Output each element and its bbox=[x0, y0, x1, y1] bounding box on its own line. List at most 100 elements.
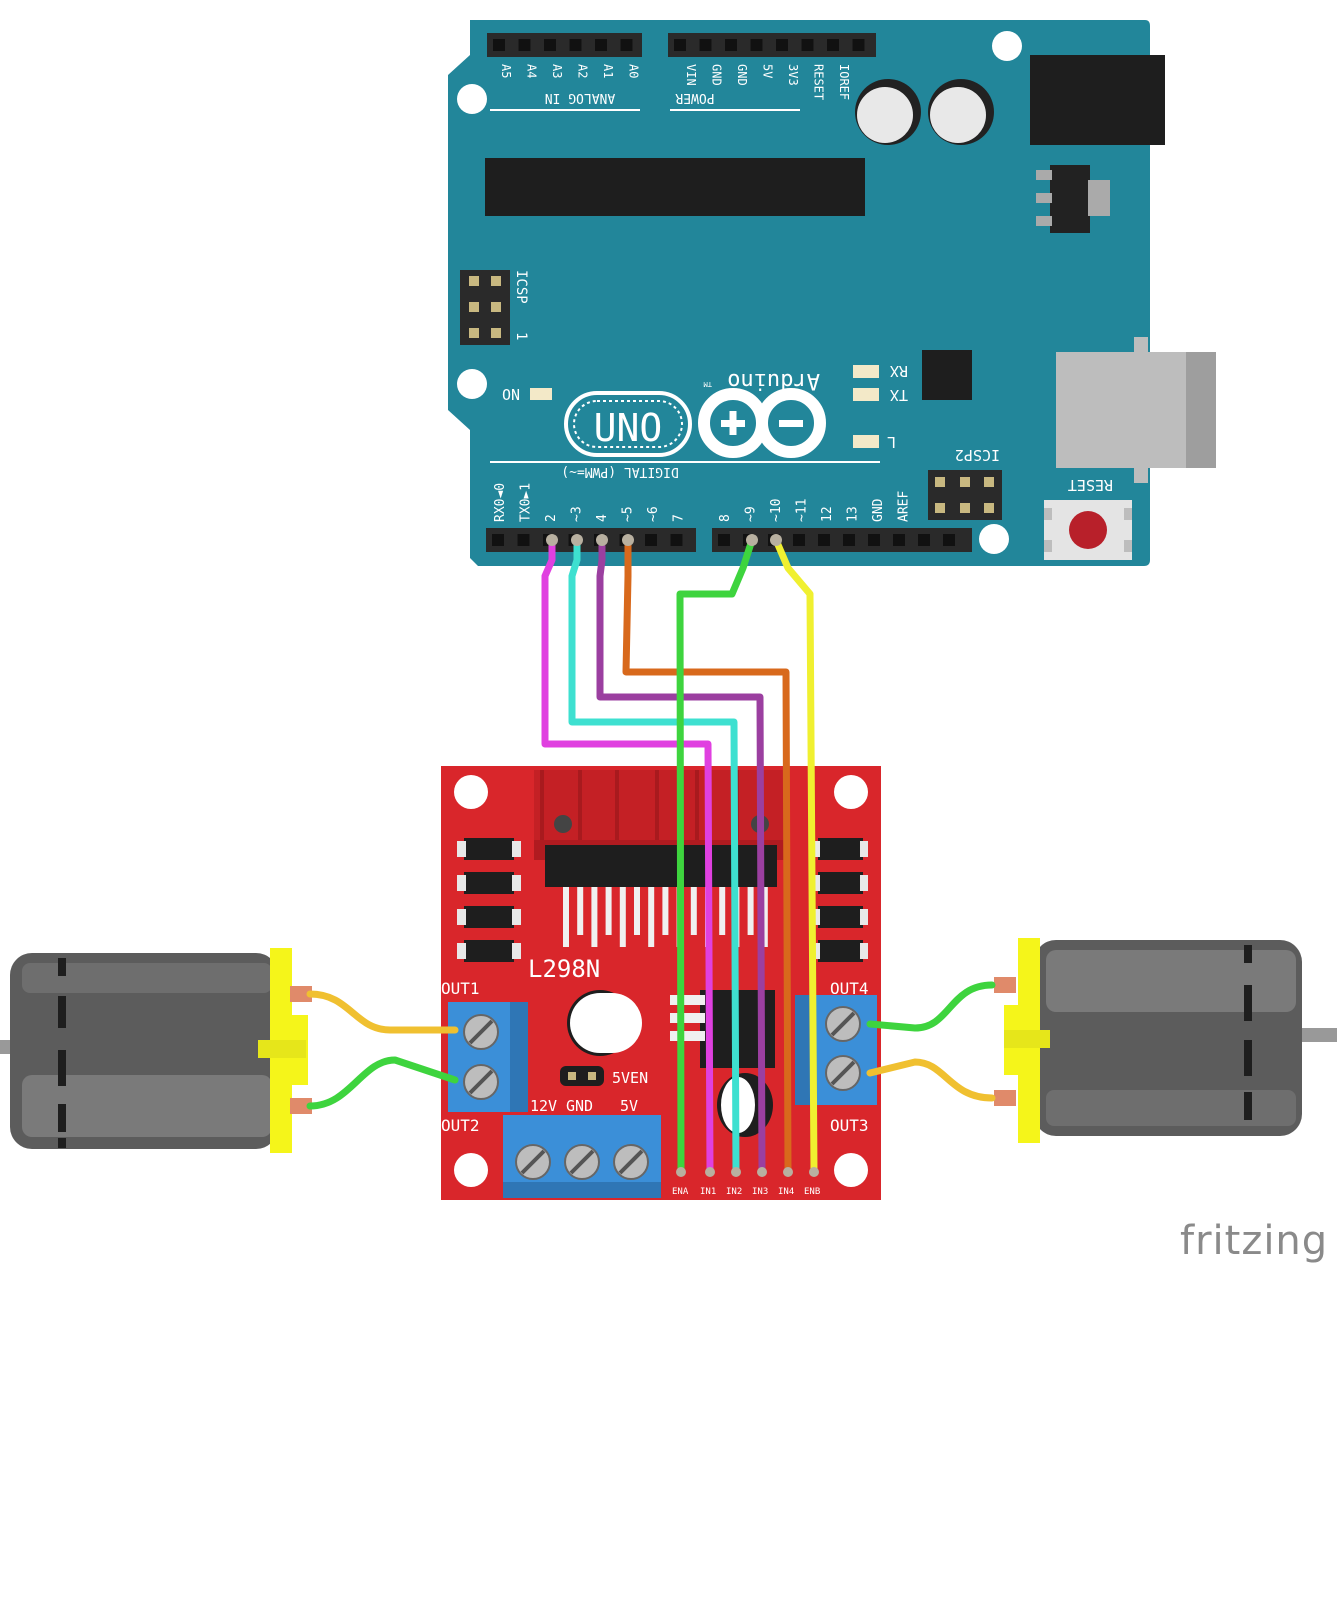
5ven-label: 5VEN bbox=[612, 1069, 648, 1087]
mounting-hole bbox=[457, 84, 487, 114]
icsp-label: ICSP bbox=[513, 270, 529, 304]
mounting-hole bbox=[834, 1153, 868, 1187]
rx-led-label: RX bbox=[890, 362, 908, 380]
digital-pin-label: 2 bbox=[544, 514, 559, 522]
digital-pin-label: AREF bbox=[897, 491, 912, 522]
analog-pin-label: A0 bbox=[627, 64, 641, 78]
digital-pin-label: ~9 bbox=[744, 506, 759, 522]
motor-right-wire-yellow bbox=[866, 1058, 996, 1102]
header-pin bbox=[699, 39, 712, 51]
header-pin bbox=[827, 39, 839, 51]
icsp2-label: ICSP2 bbox=[955, 446, 1000, 464]
header-pin bbox=[943, 534, 955, 546]
header-pin bbox=[517, 534, 530, 546]
mounting-hole bbox=[454, 775, 488, 809]
digital-pin-label: ~11 bbox=[795, 499, 810, 522]
header-pin bbox=[620, 39, 633, 51]
out4-label: OUT4 bbox=[830, 979, 869, 998]
digital-pin-label: 13 bbox=[846, 506, 861, 522]
motor-right-wire-green bbox=[866, 981, 996, 1032]
mounting-hole bbox=[979, 524, 1009, 554]
wires bbox=[541, 536, 818, 1176]
uno-logo: UNO bbox=[564, 391, 692, 457]
chip-label: L298N bbox=[528, 955, 600, 983]
terminal-block-out3-out4 bbox=[795, 995, 877, 1105]
chip-leg bbox=[605, 887, 612, 935]
power-header-label: POWER bbox=[675, 90, 714, 105]
wire-pin3-in2 bbox=[568, 536, 740, 1176]
header-pin bbox=[674, 39, 686, 51]
chip-leg bbox=[563, 887, 569, 947]
uno-model: UNO bbox=[594, 406, 663, 450]
power-pin-label: RESET bbox=[812, 64, 826, 100]
digital-pin-label: RX0◄0 bbox=[493, 483, 508, 522]
header-pin bbox=[492, 534, 504, 546]
power-pin-label: GND bbox=[710, 64, 724, 86]
header-pin bbox=[918, 534, 930, 546]
motor-left-wire-green bbox=[306, 1056, 459, 1110]
l-led-label: L bbox=[887, 433, 896, 451]
out3-label: OUT3 bbox=[830, 1116, 869, 1135]
header-pin bbox=[793, 534, 805, 546]
icsp-header bbox=[460, 270, 510, 345]
digital-pin-label: 8 bbox=[718, 514, 733, 522]
tx-led bbox=[853, 388, 879, 401]
wire-pin4-in3 bbox=[596, 536, 766, 1176]
dc-power-jack bbox=[1030, 55, 1165, 145]
atmega-chip bbox=[485, 158, 865, 216]
mounting-hole bbox=[454, 1153, 488, 1187]
capacitor bbox=[855, 79, 921, 145]
arduino-brand: Arduino bbox=[727, 368, 820, 393]
digital-pin-label: ~5 bbox=[621, 506, 636, 522]
5ven-jumper[interactable] bbox=[560, 1066, 604, 1086]
arduino-tm: TM bbox=[704, 380, 712, 388]
analog-in-header-label: ANALOG IN bbox=[545, 90, 615, 105]
header-pin bbox=[868, 534, 880, 546]
fritzing-watermark: fritzing bbox=[1180, 1218, 1329, 1264]
voltage-regulator bbox=[1050, 165, 1090, 233]
mounting-hole bbox=[992, 31, 1022, 61]
analog-pin-label: A3 bbox=[550, 64, 564, 78]
digital-pin-label: TX0►1 bbox=[519, 483, 534, 522]
wire-pin5-in4 bbox=[622, 536, 792, 1176]
digital-pin-label: 4 bbox=[595, 514, 610, 522]
header-pin bbox=[776, 39, 788, 51]
header-pin bbox=[843, 534, 855, 546]
analog-pin-label: A4 bbox=[525, 64, 539, 78]
power-terminal-label: GND bbox=[566, 1097, 593, 1115]
chip-leg bbox=[634, 887, 640, 935]
on-led-label: ON bbox=[502, 386, 520, 404]
digital-pin-label: 7 bbox=[672, 514, 687, 522]
input-pin-label: IN1 bbox=[700, 1187, 716, 1197]
chip-leg bbox=[619, 887, 626, 947]
icsp-pin1-mark: 1 bbox=[513, 332, 529, 340]
chip-leg bbox=[747, 887, 754, 935]
header-pin bbox=[818, 534, 830, 546]
chip-leg bbox=[719, 887, 726, 935]
header-pin bbox=[852, 39, 865, 51]
header-pin bbox=[801, 39, 814, 51]
digital-pin-label: ~10 bbox=[769, 499, 784, 522]
header-pin bbox=[725, 39, 737, 51]
digital-pin-label: ~6 bbox=[646, 506, 661, 522]
header-pin bbox=[645, 534, 657, 546]
digital-pin-label: ~3 bbox=[570, 506, 585, 522]
terminal-block-out1-out2 bbox=[448, 1002, 528, 1112]
terminal-block-power bbox=[503, 1115, 661, 1198]
power-header bbox=[668, 33, 876, 57]
chip-leg bbox=[591, 887, 598, 947]
input-pin-label: IN3 bbox=[752, 1187, 768, 1197]
power-terminal-label: 12V bbox=[530, 1097, 557, 1115]
dc-motor-right bbox=[994, 938, 1337, 1143]
input-pin-label: IN2 bbox=[726, 1187, 742, 1197]
digital-pin-label: 12 bbox=[820, 506, 835, 522]
reset-label: RESET bbox=[1068, 476, 1113, 494]
motor-left-wire-yellow bbox=[306, 990, 459, 1034]
reset-button[interactable] bbox=[1044, 500, 1132, 560]
icsp2-header bbox=[928, 470, 1002, 520]
header-pin bbox=[718, 534, 730, 546]
capacitor bbox=[928, 79, 994, 145]
analog-pin-label: A1 bbox=[601, 64, 615, 78]
header-pin bbox=[670, 534, 683, 546]
